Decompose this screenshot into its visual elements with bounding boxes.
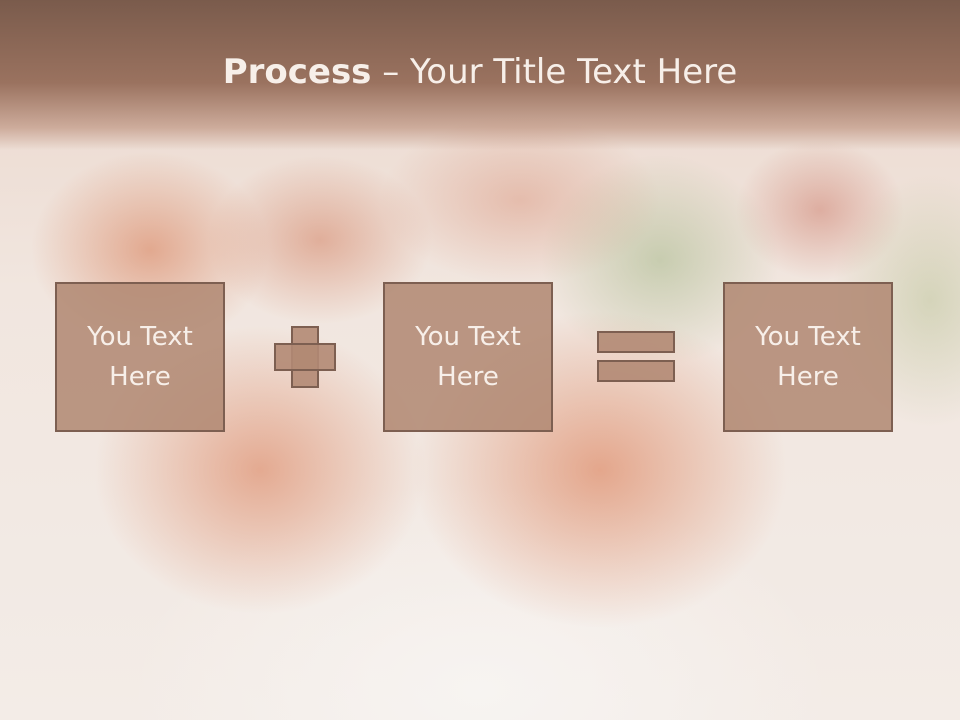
box-1-line-1: You Text <box>87 322 193 352</box>
title-bold: Process <box>222 52 372 92</box>
slide-title[interactable]: Process – Your Title Text Here <box>0 52 960 92</box>
process-box-1[interactable]: You Text Here <box>55 282 225 432</box>
title-bar <box>0 0 960 150</box>
box-1-line-2: Here <box>109 362 171 392</box>
process-box-2[interactable]: You Text Here <box>383 282 553 432</box>
box-2-line-1: You Text <box>415 322 521 352</box>
title-rest: – Your Title Text Here <box>371 52 738 92</box>
box-2-line-2: Here <box>437 362 499 392</box>
box-3-line-2: Here <box>777 362 839 392</box>
process-box-3[interactable]: You Text Here <box>723 282 893 432</box>
box-3-line-1: You Text <box>755 322 861 352</box>
